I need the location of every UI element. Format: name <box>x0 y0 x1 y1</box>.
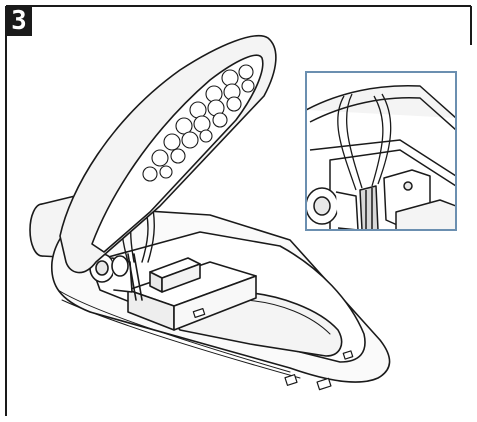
led-array <box>142 64 255 182</box>
terminal-block <box>149 257 201 293</box>
step-number-badge: 3 <box>6 6 32 36</box>
cable-glands <box>89 253 143 301</box>
latch-clips <box>192 308 354 391</box>
detail-inset <box>305 71 457 231</box>
frame-border <box>5 5 472 416</box>
luminaire-housing <box>29 34 391 391</box>
